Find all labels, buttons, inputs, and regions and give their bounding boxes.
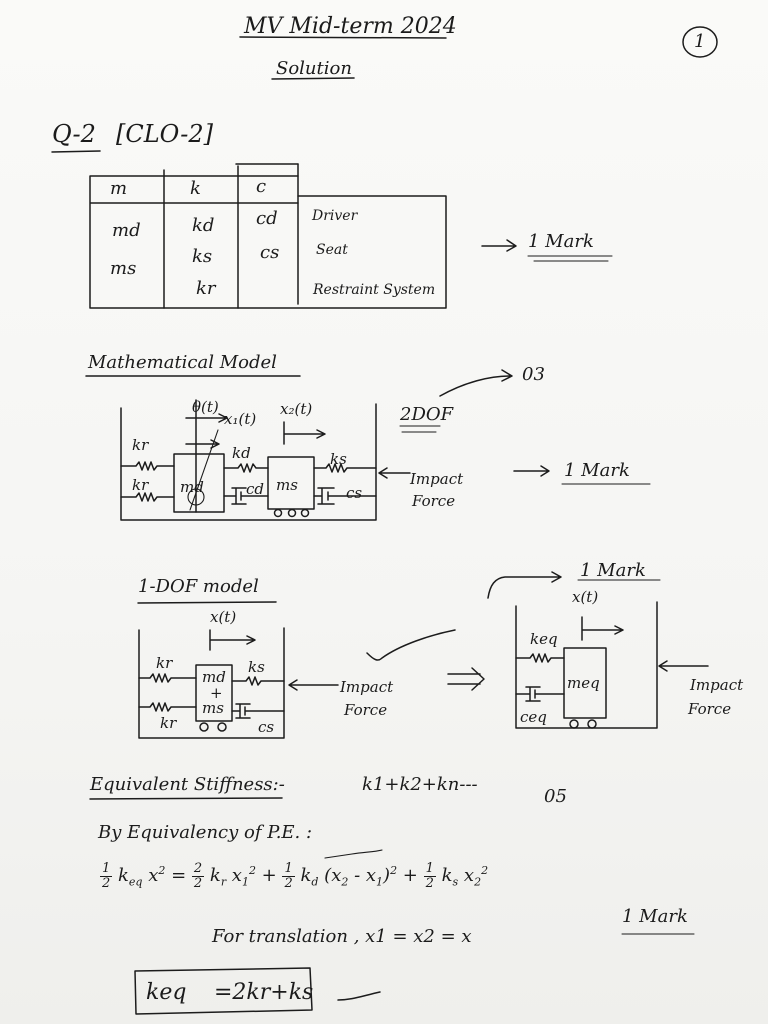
- table-mark: 1 Mark: [528, 231, 594, 252]
- dof-label: 2DOF: [400, 404, 454, 425]
- impact-label: Impact: [410, 470, 464, 488]
- math-model-total-marks: 03: [522, 364, 545, 385]
- table-header-m: m: [110, 178, 128, 199]
- one-dof-ks: ks: [248, 658, 265, 676]
- page-title: MV Mid-term 2024: [244, 14, 457, 39]
- eq-x-label: x(t): [572, 588, 599, 606]
- table-header-c: c: [256, 176, 267, 197]
- one-dof-plus: +: [210, 684, 223, 702]
- equivalency-line: By Equivalency of P.E. :: [98, 822, 313, 843]
- one-dof-impact: Impact: [340, 678, 394, 696]
- one-dof-force: Force: [344, 701, 388, 719]
- eq-force: Force: [688, 700, 732, 718]
- ks-label: ks: [330, 450, 347, 468]
- one-dof-ms: ms: [202, 699, 224, 717]
- one-dof-heading: 1-DOF model: [138, 576, 259, 597]
- table-cell-restraint: Restraint System: [313, 282, 436, 298]
- x2-label: x₂(t): [280, 400, 313, 418]
- table-cell-md: md: [112, 220, 141, 241]
- table-cell-kr: kr: [196, 278, 216, 299]
- table-cell-cs: cs: [260, 242, 280, 263]
- question-label: Q-2: [52, 120, 96, 148]
- table-header-k: k: [190, 178, 201, 199]
- math-model-mark: 1 Mark: [564, 460, 630, 481]
- table-cell-ks: ks: [192, 246, 213, 267]
- one-dof-x-label: x(t): [210, 608, 237, 626]
- page-number: 1: [694, 31, 706, 52]
- table-cell-driver: Driver: [312, 208, 358, 224]
- one-dof-mark: 1 Mark: [580, 560, 646, 581]
- clo-label: [CLO-2]: [116, 120, 213, 148]
- cs-label: cs: [346, 484, 363, 502]
- translation-line: For translation , x1 = x2 = x: [212, 926, 472, 947]
- one-dof-cs: cs: [258, 718, 275, 736]
- ms-label: ms: [276, 476, 298, 494]
- eq-impact: Impact: [690, 676, 744, 694]
- equivalent-mark: 1 Mark: [622, 906, 688, 927]
- keq-label: keq: [530, 630, 558, 648]
- one-dof-kr-bottom: kr: [160, 714, 177, 732]
- table-cell-seat: Seat: [316, 242, 348, 258]
- cd-label: cd: [246, 480, 265, 498]
- equivalent-heading: Equivalent Stiffness:-: [90, 774, 285, 795]
- force-label: Force: [412, 492, 456, 510]
- page-subtitle: Solution: [276, 58, 352, 79]
- kr-top-label: kr: [132, 436, 149, 454]
- table-cell-cd: cd: [256, 208, 278, 229]
- ceq-label: ceq: [520, 708, 547, 726]
- equivalent-marks: 05: [544, 786, 567, 807]
- theta-label: θ(t): [192, 398, 219, 416]
- table-cell-ms: ms: [110, 258, 137, 279]
- result-lhs: keq: [146, 980, 187, 1005]
- meq-label: meq: [567, 674, 600, 692]
- x1-label: x₁(t): [224, 410, 257, 428]
- table-cell-kd: kd: [192, 215, 215, 236]
- md-label: md: [180, 478, 204, 496]
- result-rhs: =2kr+ks: [214, 980, 314, 1005]
- kr-bottom-label: kr: [132, 476, 149, 494]
- series-stiffness: k1+k2+kn---: [362, 774, 478, 795]
- math-model-heading: Mathematical Model: [88, 352, 277, 373]
- one-dof-md: md: [202, 668, 226, 686]
- one-dof-kr-top: kr: [156, 654, 173, 672]
- kd-label: kd: [232, 444, 251, 462]
